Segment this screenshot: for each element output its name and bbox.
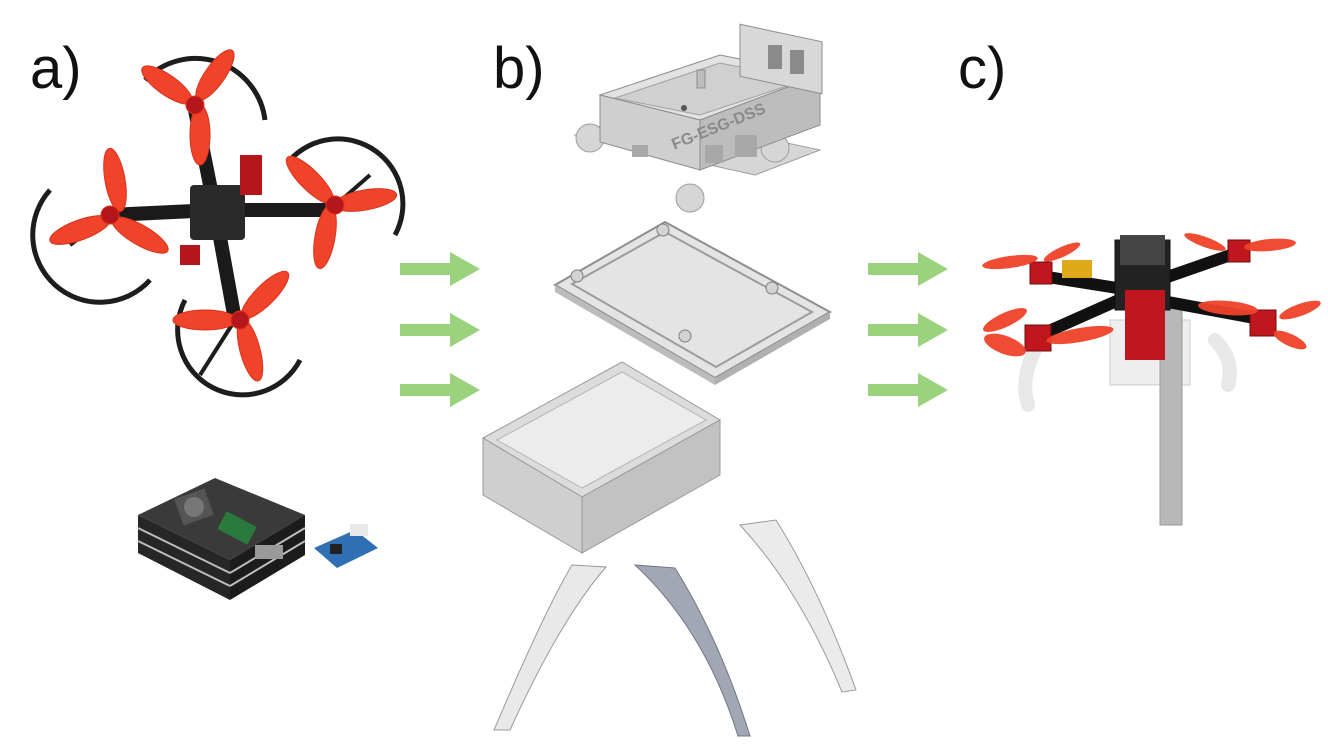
arrow-right-icon	[400, 373, 480, 407]
panel-c-label: c)	[958, 36, 1007, 101]
arrow-right-icon	[400, 313, 480, 347]
arrow-right-icon	[868, 373, 948, 407]
panel-b-label: b)	[493, 36, 545, 101]
raspberry-pi-case-image	[137, 478, 306, 600]
sensor-board-image	[314, 524, 378, 568]
assembled-drone-image	[982, 233, 1321, 526]
arrow-right-icon	[400, 252, 480, 286]
arrow-right-icon	[868, 252, 948, 286]
arrows-right	[868, 252, 948, 407]
drone-kit-image	[30, 49, 406, 398]
arrow-right-icon	[868, 313, 948, 347]
arrows-left	[400, 252, 480, 407]
top-mount-part: FG-ESG-DSS	[573, 23, 823, 213]
enclosure-box-part	[481, 361, 722, 554]
enclosure-lid-part	[552, 220, 833, 385]
panel-a-label: a)	[30, 36, 82, 101]
landing-legs-part	[493, 519, 857, 737]
